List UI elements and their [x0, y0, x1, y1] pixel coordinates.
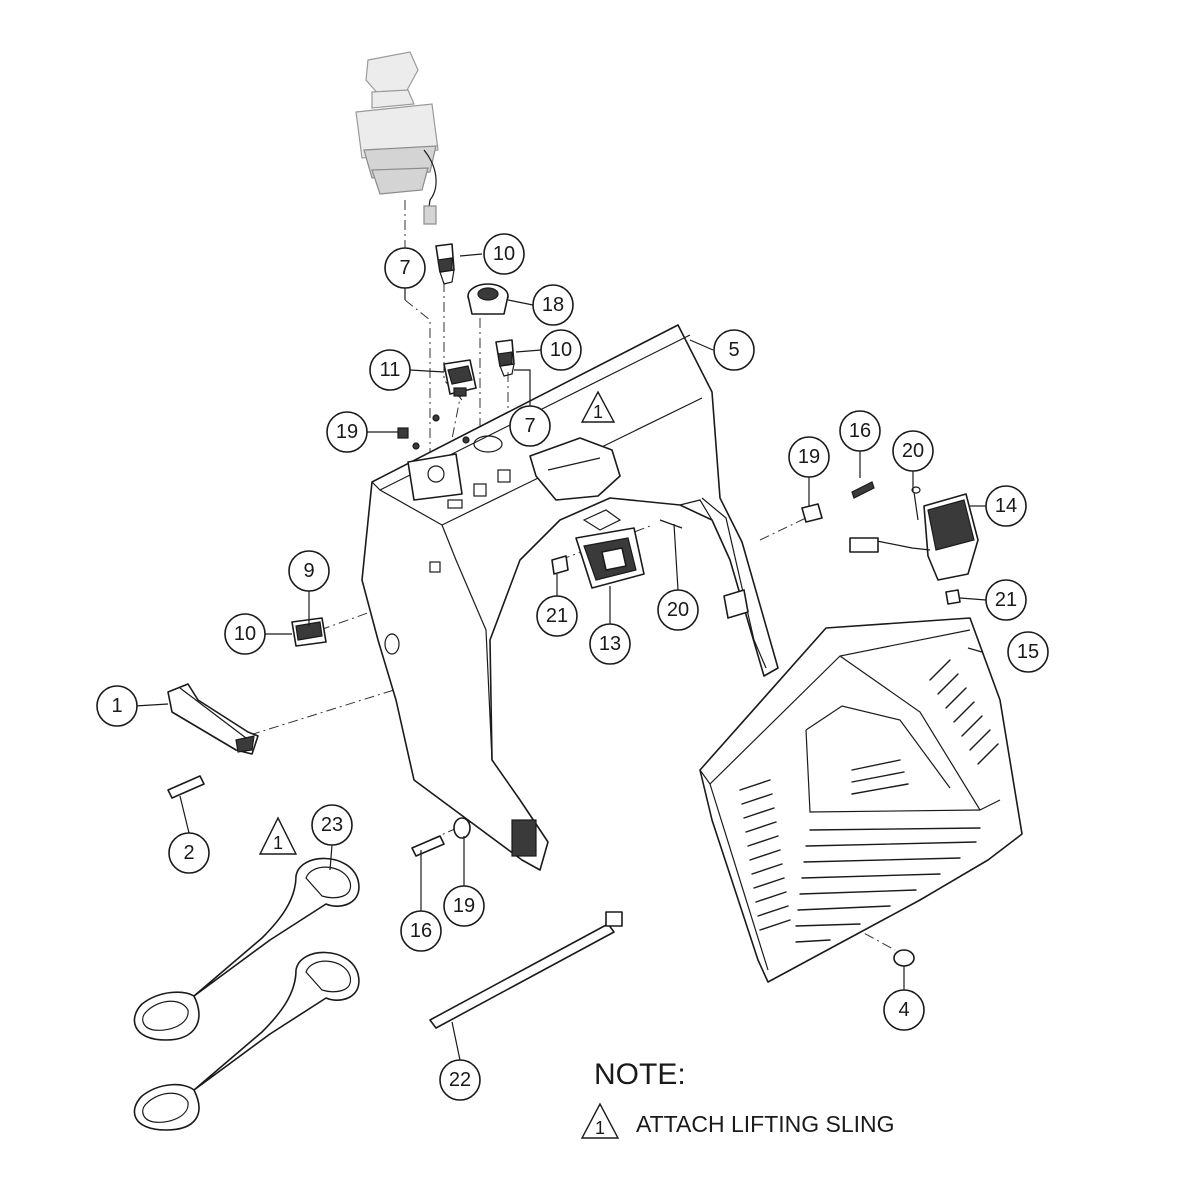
tail-light: [849, 493, 979, 581]
callout-20-mid: 20: [657, 589, 699, 631]
leader-lines: [134, 253, 987, 1061]
note-text: ATTACH LIFTING SLING: [636, 1111, 895, 1137]
callout-19-right: 19: [788, 436, 830, 478]
svg-text:21: 21: [995, 589, 1017, 611]
callout-14: 14: [985, 485, 1027, 527]
callout-20-right: 20: [892, 430, 934, 472]
switch-mid: [495, 339, 515, 377]
svg-text:13: 13: [599, 633, 621, 655]
note-block: NOTE: 1 ATTACH LIFTING SLING: [580, 1058, 895, 1139]
callout-2: 2: [168, 832, 210, 874]
callout-10-top: 10: [483, 233, 525, 275]
callout-10-side: 10: [224, 613, 266, 655]
cable-tie: [429, 911, 623, 1029]
svg-text:22: 22: [449, 1069, 471, 1091]
svg-text:14: 14: [995, 495, 1017, 517]
switch-top: [435, 243, 455, 285]
grille-slots: [739, 659, 999, 943]
callout-16-right: 16: [839, 410, 881, 452]
callout-10-mid: 10: [540, 329, 582, 371]
warning-label-sling: 1: [273, 833, 283, 853]
svg-text:16: 16: [410, 920, 432, 942]
svg-text:4: 4: [898, 999, 909, 1021]
warning-triangle-sling: 1: [258, 816, 298, 855]
rocker-switch-10-side: [291, 617, 327, 647]
callout-1: 1: [96, 685, 138, 727]
svg-text:16: 16: [849, 420, 871, 442]
svg-text:20: 20: [667, 599, 689, 621]
callout-5: 5: [713, 329, 755, 371]
lifting-sling-1: [133, 857, 360, 1041]
svg-text:19: 19: [798, 446, 820, 468]
grab-handle: [167, 683, 259, 755]
callout-16-bottom: 16: [400, 910, 442, 952]
callout-19-bottom: 19: [443, 885, 485, 927]
svg-text:7: 7: [399, 257, 410, 279]
note-warning-label: 1: [595, 1118, 605, 1138]
lifting-sling-2: [133, 951, 360, 1131]
callout-21-left: 21: [536, 595, 578, 637]
warning-label-main: 1: [593, 402, 603, 422]
svg-text:18: 18: [542, 294, 564, 316]
callout-22: 22: [439, 1059, 481, 1101]
svg-text:19: 19: [336, 421, 358, 443]
svg-text:19: 19: [453, 895, 475, 917]
callout-13: 13: [589, 623, 631, 665]
svg-text:21: 21: [546, 605, 568, 627]
callout-21-right: 21: [985, 579, 1027, 621]
svg-text:11: 11: [380, 359, 401, 381]
callout-18: 18: [532, 284, 574, 326]
rocker-switch-11: [443, 359, 477, 397]
fasteners: [167, 427, 961, 967]
hour-meter: [467, 283, 509, 315]
svg-text:10: 10: [493, 243, 515, 265]
svg-text:10: 10: [234, 623, 256, 645]
svg-text:2: 2: [183, 842, 194, 864]
svg-text:7: 7: [524, 415, 535, 437]
callout-7-mid: 7: [509, 405, 551, 447]
svg-text:23: 23: [321, 814, 343, 836]
svg-text:10: 10: [550, 339, 572, 361]
joystick-controller: [355, 51, 439, 225]
callout-19-top: 19: [326, 411, 368, 453]
svg-text:20: 20: [902, 440, 924, 462]
svg-text:5: 5: [728, 339, 739, 361]
callout-7-top: 7: [384, 247, 426, 289]
main-frame: [361, 324, 779, 871]
callout-11: 11: [369, 349, 411, 391]
svg-text:15: 15: [1017, 641, 1039, 663]
svg-text:9: 9: [303, 560, 314, 582]
callout-4: 4: [883, 989, 925, 1031]
callout-23: 23: [311, 804, 353, 846]
grille-guard: [699, 617, 1023, 983]
warning-triangle-main: 1: [580, 390, 616, 423]
work-light: [575, 509, 645, 589]
svg-text:1: 1: [111, 695, 122, 717]
note-title: NOTE:: [594, 1058, 686, 1091]
callout-15: 15: [1007, 631, 1049, 673]
callout-9: 9: [288, 550, 330, 592]
